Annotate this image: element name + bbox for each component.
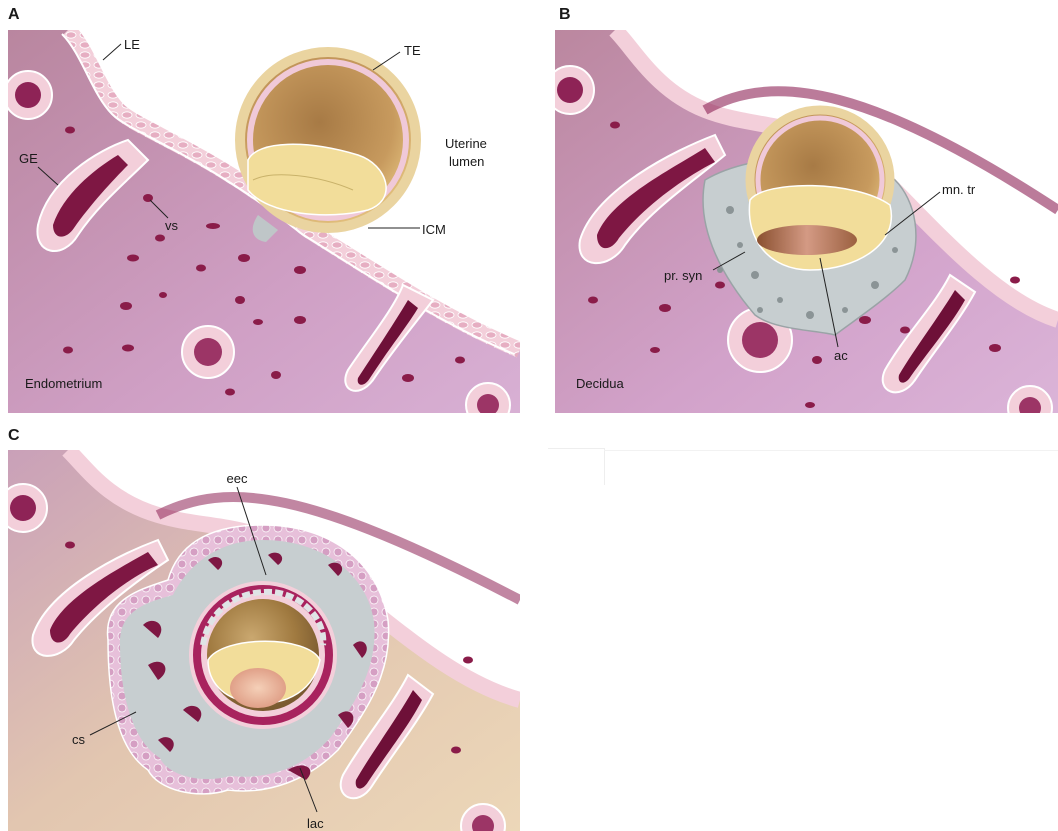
implanting-blastocyst: [749, 110, 891, 270]
amniotic-cavity: [230, 668, 286, 708]
label-cs: cs: [72, 732, 86, 747]
label-endometrium: Endometrium: [25, 376, 102, 391]
panel-c-letter: C: [8, 427, 20, 445]
label-te: TE: [404, 43, 421, 58]
label-mn-tr: mn. tr: [942, 182, 976, 197]
panel-a-illustration: LE TE Uterine lumen GE vs ICM Endometriu…: [8, 30, 520, 413]
blank-frame-edge: [604, 450, 1058, 451]
label-uterine-lumen-line2: lumen: [449, 154, 484, 169]
panel-c-illustration: eec cs lac: [8, 450, 520, 831]
label-icm: ICM: [422, 222, 446, 237]
panel-b-letter: B: [559, 6, 571, 24]
label-ge: GE: [19, 151, 38, 166]
label-le: LE: [124, 37, 140, 52]
blank-frame-corner: [548, 448, 605, 485]
panel-a-letter: A: [8, 6, 20, 24]
amniotic-cavity: [757, 225, 857, 255]
label-lac: lac: [307, 816, 324, 831]
label-pr-syn: pr. syn: [664, 268, 702, 283]
label-uterine-lumen-line1: Uterine: [445, 136, 487, 151]
label-decidua: Decidua: [576, 376, 624, 391]
label-ac: ac: [834, 348, 848, 363]
conceptus: [191, 583, 335, 727]
label-eec: eec: [227, 471, 248, 486]
label-vs: vs: [165, 218, 179, 233]
panel-b-illustration: mn. tr pr. syn ac Decidua: [555, 30, 1058, 413]
